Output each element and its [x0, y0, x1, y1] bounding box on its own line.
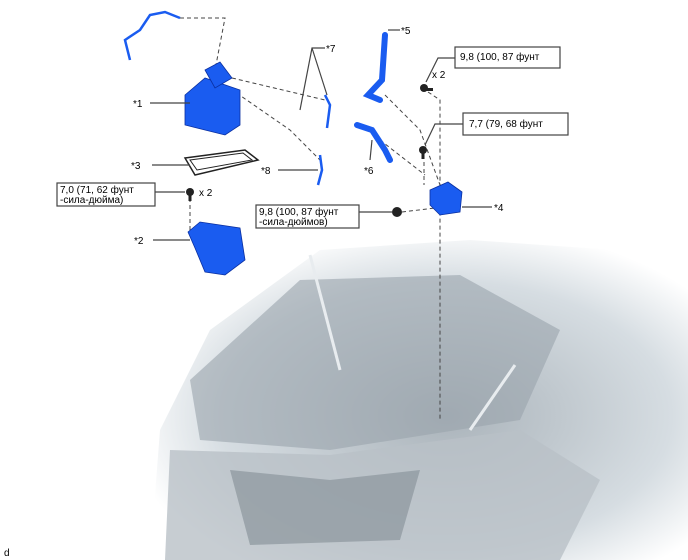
svg-text:-сила-дюймов): -сила-дюймов) — [259, 217, 328, 228]
svg-text:7,7 (79, 68 фунт: 7,7 (79, 68 фунт — [469, 118, 543, 130]
callout-1: *1 — [133, 99, 143, 110]
callout-3: *3 — [131, 161, 141, 172]
svg-text:-сила-дюйма): -сила-дюйма) — [60, 195, 123, 206]
callout-2: *2 — [134, 236, 144, 247]
wire-harness-part — [123, 10, 181, 61]
bolt-icon — [420, 84, 433, 92]
hose-part-8 — [316, 154, 324, 186]
hose-part-7 — [323, 94, 332, 129]
callout-7: *7 — [326, 44, 336, 55]
air-cleaner-element-part-3 — [183, 149, 260, 176]
quantity-label: x 2 — [432, 70, 446, 81]
hose-part-6 — [354, 122, 393, 163]
vehicle-engine-bay-illustration — [150, 240, 688, 560]
torque-spec-box-2: 7,7 (79, 68 фунт — [424, 112, 569, 146]
air-cleaner-cap-part-1 — [184, 61, 241, 136]
svg-text:9,8 (100, 87 фунт: 9,8 (100, 87 фунт — [259, 206, 339, 218]
corner-mark: d — [4, 548, 10, 559]
bolt-icon — [186, 188, 194, 201]
hose-part-5 — [362, 32, 388, 103]
callout-8: *8 — [261, 166, 271, 177]
air-cleaner-case-part-2 — [187, 221, 246, 276]
nut-icon — [392, 207, 402, 217]
svg-text:9,8 (100, 87 фунт: 9,8 (100, 87 фунт — [460, 51, 540, 63]
torque-spec-box-3: 7,0 (71, 62 фунт -сила-дюйма) x 2 — [56, 182, 213, 207]
assembly-guide-lines — [180, 17, 441, 420]
quantity-label: x 2 — [199, 188, 213, 199]
torque-spec-box-1: 9,8 (100, 87 фунт x 2 — [425, 46, 561, 83]
callout-5: *5 — [401, 26, 411, 37]
bolt-icon — [419, 146, 427, 159]
torque-spec-box-4: 9,8 (100, 87 фунт -сила-дюймов) — [255, 204, 392, 229]
valve-assembly-part-4 — [429, 181, 463, 216]
callout-6: *6 — [364, 166, 374, 177]
callout-4: *4 — [494, 203, 504, 214]
svg-text:7,0 (71, 62 фунт: 7,0 (71, 62 фунт — [60, 184, 134, 196]
